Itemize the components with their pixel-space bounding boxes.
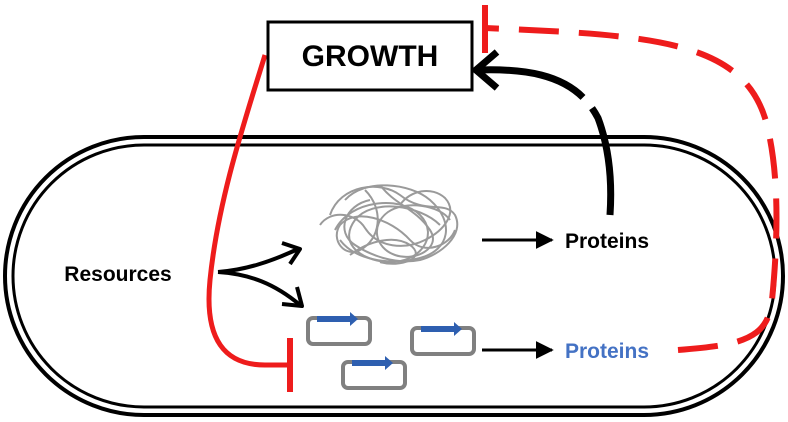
growth-inhibits-expression-line	[206, 54, 290, 368]
plasmid-2	[410, 322, 476, 356]
growth-arrowhead	[472, 49, 500, 91]
chromosome-icon	[319, 184, 459, 265]
plasmid-3	[341, 356, 407, 390]
native-proteins-to-growth-arc	[477, 66, 615, 216]
resources-label: Resources	[64, 263, 171, 286]
resources-branch-upper-head	[281, 241, 302, 266]
native-proteins-label: Proteins	[565, 230, 649, 253]
synthetic-burden-dashed-line	[484, 25, 780, 353]
gene-arrow-icon	[317, 312, 358, 326]
growth-label: GROWTH	[302, 40, 439, 73]
resources-branch-lower-head	[281, 286, 304, 308]
gene-arrow-icon	[421, 322, 462, 336]
plasmid-1	[306, 312, 372, 346]
cell-outer-membrane	[3, 135, 785, 417]
growth-box: GROWTH	[266, 20, 474, 92]
gene-arrow-icon	[352, 356, 393, 370]
resources-branch-lower	[217, 270, 302, 307]
resources-branch-upper	[217, 247, 299, 274]
synthetic-proteins-label: Proteins	[565, 340, 649, 363]
